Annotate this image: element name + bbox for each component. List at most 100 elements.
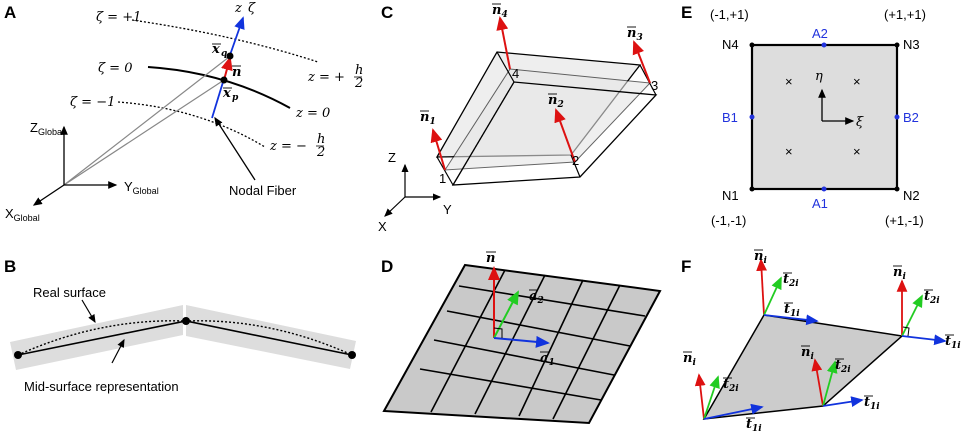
coord-n1: (-1,-1)	[711, 213, 746, 228]
label-n1: n1	[420, 110, 436, 127]
triad-2-normal	[756, 258, 767, 316]
tangent-a1-arrow	[493, 335, 550, 348]
triad-1-t2	[703, 375, 720, 420]
edge-2	[570, 154, 581, 178]
label-z-axis: z	[234, 1, 242, 16]
label-mid-surface: Mid-surface representation	[24, 379, 179, 394]
coord-n4: (-1,+1)	[710, 7, 749, 22]
panel-e-letter: E	[681, 3, 692, 22]
panel-d-letter: D	[381, 257, 393, 276]
label-xq: x	[211, 42, 220, 57]
triad-3-t2	[901, 294, 923, 337]
fiber-lower	[211, 81, 224, 119]
global-x-axis	[32, 184, 65, 206]
label-t2-node2: t2i	[783, 272, 799, 289]
normal-n1	[430, 128, 446, 171]
label-n-node2: ni	[754, 249, 767, 266]
normal-arrow	[221, 56, 233, 81]
label-z-plus-2: 2	[354, 76, 363, 91]
triad-4-t1	[822, 396, 864, 407]
panel-f-letter: F	[681, 257, 691, 276]
label-real-surface: Real surface	[33, 285, 106, 300]
panel-e: E η ξ × × × × N4 N3 N1 N2 (-1,+1) (+1,+1…	[681, 3, 926, 228]
label-z-minus: z = −	[269, 139, 307, 154]
normal-n4	[496, 16, 511, 70]
mesh-col-1	[430, 269, 506, 413]
c-label-y: Y	[443, 202, 452, 217]
triad-3-right-angle	[902, 326, 910, 337]
node-middle	[182, 317, 190, 325]
normal-n2	[554, 108, 576, 163]
normal-n3	[632, 40, 651, 84]
gauss-point-1: ×	[785, 74, 793, 89]
label-z-global: ZGlobal	[30, 120, 64, 137]
triad-node-4	[811, 358, 864, 407]
label-n3: n3	[627, 26, 643, 43]
left-shell-band	[10, 305, 183, 370]
mesh-col-4	[552, 284, 621, 420]
label-z-minus-2: 2	[316, 145, 325, 160]
label-n3: N3	[903, 37, 920, 52]
label-n: n	[232, 65, 241, 80]
label-a2: a2	[529, 289, 544, 306]
gauss-point-2: ×	[853, 74, 861, 89]
coord-n3: (+1,+1)	[884, 7, 926, 22]
top-surface-curve	[131, 19, 319, 63]
panel-c-letter: C	[381, 3, 393, 22]
label-n2: n2	[548, 93, 564, 110]
right-angle-mark	[493, 327, 503, 338]
label-b1: B1	[722, 110, 738, 125]
label-n1: N1	[722, 188, 739, 203]
node-left	[14, 351, 22, 359]
c-label-x: X	[378, 219, 387, 234]
bottom-surface-curve	[117, 101, 266, 148]
triad-4-t2	[822, 360, 838, 407]
label-t1-node1: t1i	[746, 417, 762, 432]
coord-n2: (+1,-1)	[885, 213, 924, 228]
label-b2: B2	[903, 110, 919, 125]
corner-1: 1	[439, 171, 446, 186]
label-xp-sub: p	[232, 93, 239, 103]
edge-1	[436, 156, 454, 186]
label-a2: A2	[812, 26, 828, 41]
corner-3: 3	[651, 78, 658, 93]
panel-c: C 1 2 3 4 n1 n2 n3 n4 Z Y X	[378, 3, 658, 234]
triad-node-2	[756, 258, 819, 326]
mesh-row-3	[433, 339, 615, 376]
node-n2	[894, 186, 900, 192]
label-n-node4: ni	[801, 345, 814, 362]
corner-4: 4	[512, 66, 519, 81]
label-t1-node4: t1i	[864, 395, 880, 412]
nodal-fiber-pointer	[214, 116, 256, 181]
mesh-row-1	[458, 285, 646, 317]
label-n-node3: ni	[893, 265, 906, 282]
tying-point-b1	[749, 114, 755, 120]
corner-2: 2	[572, 153, 579, 168]
gauss-point-3: ×	[785, 144, 793, 159]
triad-node-3	[896, 279, 947, 346]
mesh-col-3	[518, 279, 584, 417]
tying-point-a1	[821, 186, 827, 192]
mesh-col-2	[474, 274, 546, 415]
zeta-axis-arrow	[229, 16, 245, 56]
c-x-axis	[384, 196, 406, 217]
triad-1-normal	[694, 373, 706, 420]
label-xq-sub: q	[221, 49, 227, 59]
label-t2-node1: t2i	[723, 377, 739, 394]
point-p	[220, 76, 228, 84]
label-n4: N4	[722, 37, 739, 52]
panel-a: A ζ = +1 ζ = 0 ζ = −1 z = + h 2 z = 0 z …	[4, 1, 363, 223]
label-t2-node3: t2i	[924, 289, 940, 306]
mesh-surface	[382, 263, 662, 425]
mesh-row-2	[446, 310, 631, 347]
tangent-a2-arrow	[493, 290, 519, 339]
label-z-plus: z = +	[307, 70, 345, 85]
triad-2-t2	[763, 276, 782, 316]
label-z-minus-h: h	[317, 132, 325, 147]
label-x-global: XGlobal	[5, 206, 40, 223]
node-n3	[894, 42, 900, 48]
label-t1-node2: t1i	[784, 302, 800, 319]
node-n4	[749, 42, 755, 48]
label-n4: n4	[492, 3, 508, 20]
